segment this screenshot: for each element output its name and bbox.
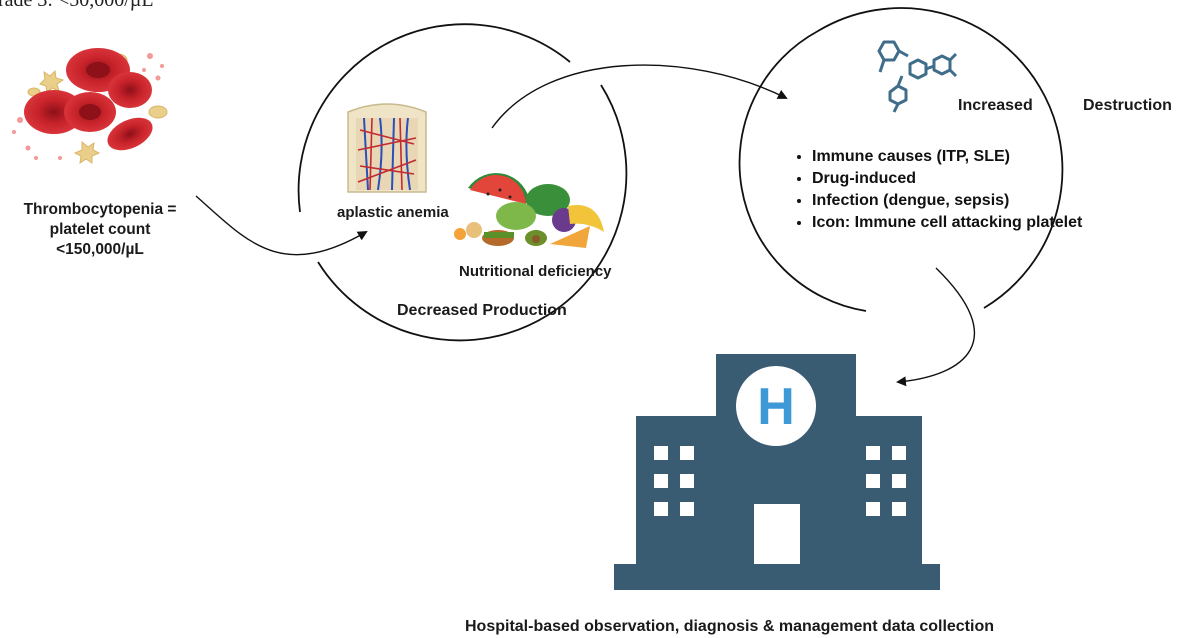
destruction-causes-list: Immune causes (ITP, SLE) Drug-induced In… — [790, 146, 1102, 234]
aplastic-anemia-label: aplastic anemia — [337, 204, 449, 221]
list-item: Icon: Immune cell attacking platelet — [812, 212, 1102, 234]
list-item: Immune causes (ITP, SLE) — [812, 146, 1102, 168]
hospital-sign-letter: H — [757, 378, 795, 436]
arrow-to-hospital — [896, 267, 976, 387]
arrow-to-destruction — [491, 64, 788, 129]
hospital-caption: Hospital-based observation, diagnosis & … — [465, 618, 994, 635]
thrombocytopenia-line-1: Thrombocytopenia = — [23, 201, 177, 218]
blood-cells-illustration — [12, 48, 168, 165]
list-item: Infection (dengue, sepsis) — [812, 190, 1102, 212]
destruction-cycle-ring — [738, 7, 1064, 312]
thrombocytopenia-definition: Thrombocytopenia = platelet count <150,0… — [0, 200, 200, 260]
list-item: Drug-induced — [812, 168, 1102, 190]
increased-label: Increased — [958, 97, 1033, 114]
destruction-label: Destruction — [1083, 97, 1172, 114]
production-cycle-ring-lower — [317, 84, 628, 342]
hospital-icon: H — [614, 354, 940, 590]
molecule-icon — [877, 40, 958, 113]
thrombocytopenia-line-3: <150,000/µL — [56, 241, 144, 258]
clipped-top-text: rade 3: <50,000/µL — [0, 0, 154, 11]
production-cycle-ring — [297, 23, 571, 213]
nutritional-deficiency-label: Nutritional deficiency — [459, 263, 612, 280]
food-illustration — [454, 173, 604, 248]
thrombocytopenia-line-2: platelet count — [49, 221, 151, 238]
decreased-production-title: Decreased Production — [397, 302, 567, 319]
arrow-to-production — [195, 195, 368, 256]
bone-marrow-illustration — [347, 103, 427, 193]
